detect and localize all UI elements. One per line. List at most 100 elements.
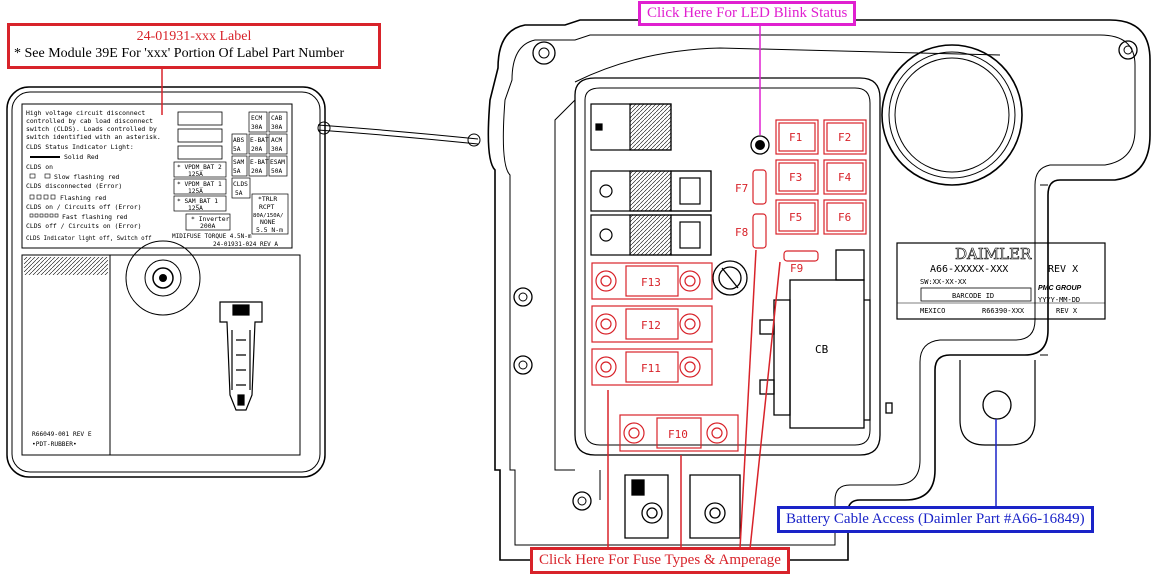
svg-text:ACM: ACM: [271, 137, 282, 144]
svg-text:PMC GROUP: PMC GROUP: [1038, 285, 1082, 292]
svg-text:F12: F12: [641, 319, 661, 332]
battery-terminals: [624, 474, 741, 539]
svg-text:* Inverter: * Inverter: [191, 215, 230, 223]
fuse-f9: [783, 250, 819, 262]
svg-text:E-BAT: E-BAT: [250, 159, 269, 166]
warning-line: Fast flashing red: [62, 213, 128, 221]
midi-fuse-labels: F13 F12 F11 F10: [641, 276, 688, 441]
label-part-note: * See Module 39E For 'xxx' Portion Of La…: [14, 46, 345, 61]
label-part-callout: 24-01931-xxx Label * See Module 39E For …: [7, 23, 381, 69]
warning-line: CLDS on / Circuits off (Error): [26, 203, 141, 211]
svg-text:F13: F13: [641, 276, 661, 289]
fuse-f5: [775, 199, 819, 235]
warning-line: Solid Red: [64, 153, 99, 161]
svg-text:200A: 200A: [200, 222, 216, 230]
label-part-number: 24-01931-024 REV A: [213, 241, 278, 248]
svg-text:BARCODE ID: BARCODE ID: [952, 292, 994, 300]
svg-text:E-BAT: E-BAT: [250, 137, 269, 144]
fuse-f11: [591, 348, 713, 386]
warning-line: CLDS on: [26, 163, 53, 171]
fuse-f6: [823, 199, 867, 235]
svg-text:* VPDM_BAT 1: * VPDM_BAT 1: [177, 181, 222, 188]
svg-text:125A: 125A: [188, 188, 203, 195]
torque-text: MIDIFUSE TORQUE 4.5N-m: [172, 233, 252, 240]
svg-text:F3: F3: [789, 171, 802, 184]
svg-text:REV X: REV X: [1056, 307, 1078, 315]
svg-text:5.5 N-m: 5.5 N-m: [256, 226, 283, 234]
clds-warning-text: High voltage circuit disconnect controll…: [26, 109, 161, 242]
svg-text:ECM: ECM: [251, 115, 262, 122]
svg-text:F10: F10: [668, 428, 688, 441]
warning-line: controlled by cab load disconnect: [26, 117, 153, 125]
warning-line: CLDS Indicator light off, Switch off: [26, 236, 152, 242]
fuse-f2: [823, 119, 867, 155]
svg-text:F11: F11: [641, 362, 661, 375]
svg-text:80A/150A/: 80A/150A/: [253, 213, 283, 219]
svg-text:F1: F1: [789, 131, 802, 144]
fuse-f7: [752, 169, 767, 205]
svg-text:CLDS: CLDS: [233, 181, 248, 188]
svg-text:NONE: NONE: [260, 218, 276, 226]
svg-text:MEXICO: MEXICO: [920, 307, 945, 315]
warning-line: CLDS off / Circuits on (Error): [26, 222, 141, 230]
fuse-f4: [823, 159, 867, 195]
label-panel: High voltage circuit disconnect controll…: [6, 86, 326, 478]
relay-stack: [590, 103, 712, 256]
battery-cable-access-link[interactable]: Battery Cable Access (Daimler Part #A66-…: [777, 506, 1094, 533]
svg-text:RCPT: RCPT: [259, 203, 275, 211]
svg-text:30A: 30A: [271, 124, 282, 131]
fuse-f8: [752, 213, 767, 249]
label-fuse-grid: ECM 30A CAB 30A ABS 5A E-BAT 20A ACM 30A…: [231, 111, 288, 199]
leader-lines: [161, 26, 997, 550]
svg-text:REV X: REV X: [1048, 264, 1078, 275]
svg-text:30A: 30A: [271, 146, 282, 153]
svg-text:20A: 20A: [251, 168, 262, 175]
warning-line: High voltage circuit disconnect: [26, 109, 145, 117]
midi-fuses[interactable]: [591, 262, 739, 452]
svg-text:•PDT-RUBBER•: •PDT-RUBBER•: [32, 441, 77, 448]
fuse-f12: [591, 305, 713, 343]
tether-cable: [317, 121, 481, 147]
inverter-box: * Inverter 200A: [185, 213, 231, 231]
warning-line: Flashing red: [60, 194, 106, 202]
label-rubber-text: R66049-001 REV E •PDT-RUBBER•: [32, 431, 92, 448]
svg-text:5A: 5A: [233, 146, 241, 153]
mini-fuses[interactable]: [752, 119, 867, 262]
warning-line: switch identified with an asterisk.: [26, 133, 161, 141]
warning-line: CLDS disconnected (Error): [26, 182, 122, 190]
svg-text:F7: F7: [735, 182, 748, 195]
panel-grommet: [125, 240, 201, 316]
svg-text:ABS: ABS: [233, 137, 244, 144]
daimler-label: DAIMLER A66-XXXXX-XXX REV X SW:XX-XX-XX …: [896, 242, 1106, 320]
svg-text:A66-XXXXX-XXX: A66-XXXXX-XXX: [930, 264, 1008, 275]
svg-text:* VPDM_BAT 2: * VPDM_BAT 2: [177, 164, 222, 171]
led-blink-status-link[interactable]: Click Here For LED Blink Status: [638, 1, 857, 26]
fuse-f3: [775, 159, 819, 195]
svg-text:F5: F5: [789, 211, 802, 224]
svg-text:125A: 125A: [188, 205, 203, 212]
trlr-box: *TRLR RCPT 80A/150A/ NONE 5.5 N-m: [251, 193, 289, 235]
svg-text:F8: F8: [735, 226, 748, 239]
cb-label: CB: [815, 343, 829, 356]
svg-text:F4: F4: [838, 171, 852, 184]
fuse-types-link[interactable]: Click Here For Fuse Types & Amperage: [530, 547, 790, 574]
svg-text:* SAM_BAT 1: * SAM_BAT 1: [177, 198, 218, 205]
svg-text:F2: F2: [838, 131, 851, 144]
warning-line: switch (CLDS). Loads controlled by: [26, 125, 157, 133]
svg-text:R66390-XXX: R66390-XXX: [982, 307, 1025, 315]
svg-text:YYYY-MM-DD: YYYY-MM-DD: [1038, 296, 1080, 304]
svg-text:SAM: SAM: [233, 159, 244, 166]
ground-stud: [712, 260, 748, 296]
warning-line: CLDS Status Indicator Light:: [26, 143, 134, 151]
svg-text:SW:XX-XX-XX: SW:XX-XX-XX: [920, 278, 967, 286]
svg-text:ESAM: ESAM: [270, 159, 285, 166]
label-part-title: 24-01931-xxx Label: [136, 29, 252, 44]
svg-text:R66049-001 REV E: R66049-001 REV E: [32, 431, 92, 438]
panel-latch: [219, 301, 263, 411]
warning-line: Slow flashing red: [54, 173, 120, 181]
svg-text:20A: 20A: [251, 146, 262, 153]
svg-text:F6: F6: [838, 211, 851, 224]
led-indicator[interactable]: [750, 135, 770, 155]
vpdm-boxes: * VPDM_BAT 2 125A * VPDM_BAT 1 125A * SA…: [173, 161, 227, 212]
fuse-f13: [591, 262, 713, 300]
